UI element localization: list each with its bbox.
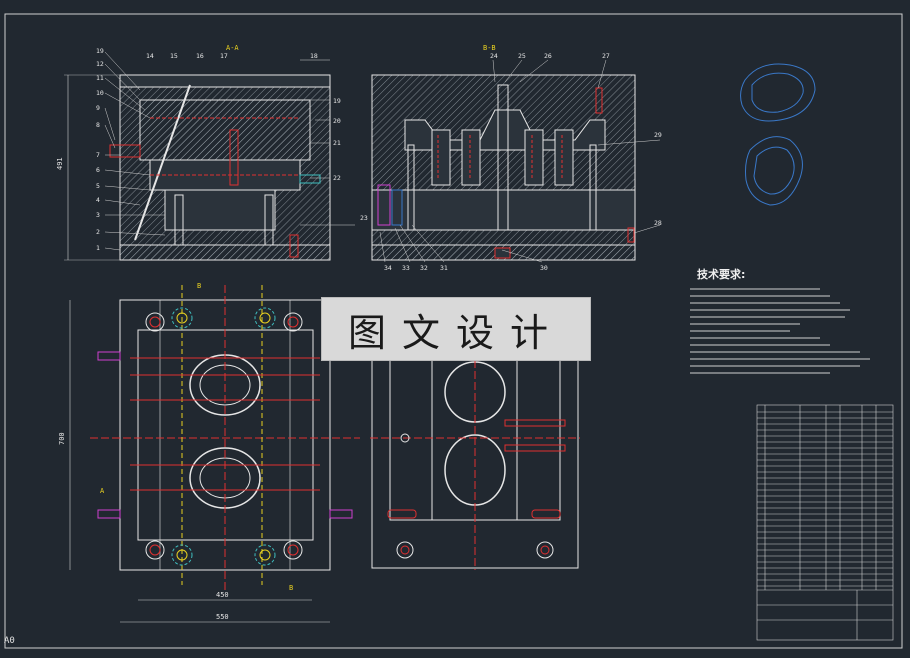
- part-number-left: 11: [96, 74, 104, 82]
- part-number-left: 9: [96, 104, 100, 112]
- part-number-right-left: 22: [333, 174, 341, 182]
- part-number-left: 12: [96, 60, 104, 68]
- part-number-right-mid: 28: [654, 219, 662, 227]
- part-number-top-left: 17: [220, 52, 228, 60]
- requirements-title: 技术要求:: [697, 268, 746, 281]
- leaders-right-left: [300, 59, 355, 226]
- dimension-height-bottom: 700: [58, 432, 66, 445]
- part-number-top-mid: 24: [490, 52, 498, 60]
- section-view-bb: [371, 74, 636, 261]
- part-number-right-left: 19: [333, 97, 341, 105]
- bom-table: [756, 404, 894, 641]
- dimension-height-top: 491: [56, 157, 64, 170]
- dimension-width-outer: 550: [216, 613, 229, 621]
- part-number-top-left: 14: [146, 52, 154, 60]
- drawing-border: [4, 13, 903, 649]
- section-label-bb: B-B: [483, 44, 496, 52]
- leaders-mid: [379, 59, 661, 263]
- part-number-top-left: 18: [310, 52, 318, 60]
- part-number-left: 8: [96, 121, 100, 129]
- section-mark-a-top: A: [100, 487, 105, 495]
- part-number-bottom-mid: 32: [420, 264, 428, 272]
- section-label-aa: A-A: [226, 44, 239, 52]
- dimension-width-inner: 450: [216, 591, 229, 599]
- plan-view-left: [69, 285, 360, 623]
- plan-view-mid: [370, 359, 580, 570]
- part-number-left: 7: [96, 151, 100, 159]
- part-number-right-left: 23: [360, 214, 368, 222]
- section-view-aa: [64, 74, 331, 261]
- part-number-left: 3: [96, 211, 100, 219]
- part-number-right-mid: 29: [654, 131, 662, 139]
- part-number-right-left: 20: [333, 117, 341, 125]
- part-number-top-left: 15: [170, 52, 178, 60]
- requirements-lines: [690, 288, 870, 374]
- part-number-left: 1: [96, 244, 100, 252]
- leaders-left: [104, 51, 166, 251]
- part-number-top-mid: 27: [602, 52, 610, 60]
- part-number-left: 6: [96, 166, 100, 174]
- part-number-bottom-mid: 31: [440, 264, 448, 272]
- part-number-left: 5: [96, 182, 100, 190]
- part-number-bottom-mid: 30: [540, 264, 548, 272]
- section-mark-b-bottom: B: [289, 584, 293, 592]
- part-sketch-top: [740, 63, 816, 122]
- part-number-bottom-mid: 33: [402, 264, 410, 272]
- sheet-size-label: A0: [4, 636, 15, 646]
- part-number-left: 4: [96, 196, 100, 204]
- part-sketch-bottom: [745, 136, 803, 206]
- part-number-bottom-mid: 34: [384, 264, 392, 272]
- part-number-top-mid: 26: [544, 52, 552, 60]
- part-number-top-left: 16: [196, 52, 204, 60]
- part-number-left: 2: [96, 228, 100, 236]
- part-number-left: 19: [96, 47, 104, 55]
- part-number-top-mid: 25: [518, 52, 526, 60]
- watermark-banner: 图文设计: [321, 297, 591, 361]
- part-number-right-left: 21: [333, 139, 341, 147]
- section-mark-b-top: B: [197, 282, 201, 290]
- part-number-left: 10: [96, 89, 104, 97]
